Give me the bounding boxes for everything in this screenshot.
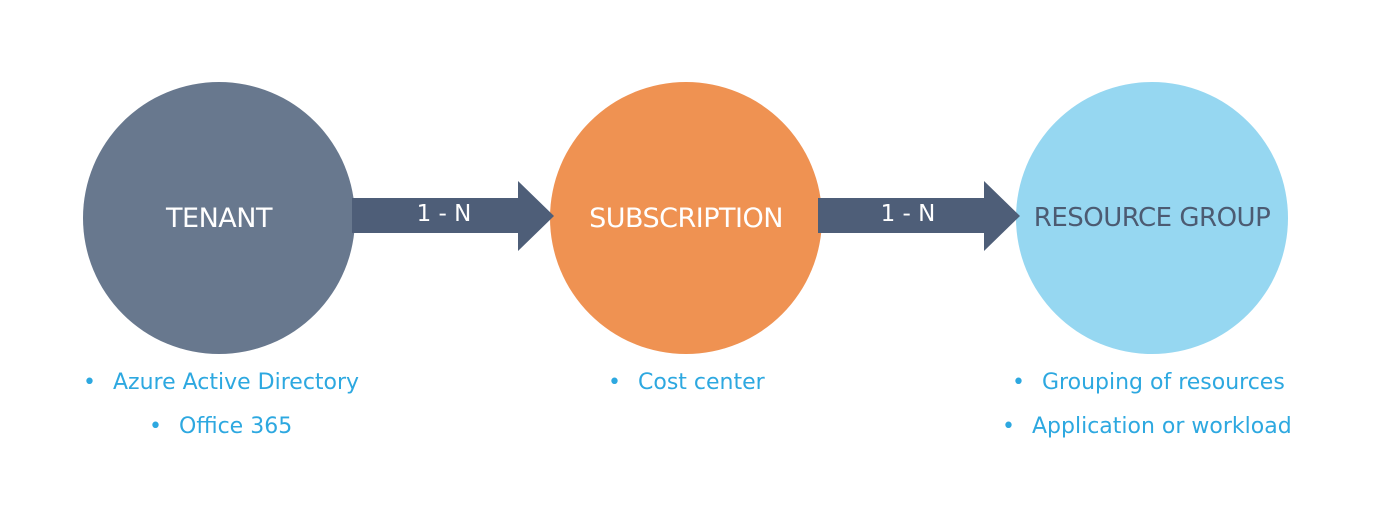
tenant-bullet-text: Azure Active Directory [113, 370, 360, 395]
bullet-icon: • [83, 370, 96, 395]
resource-group-label: RESOURCE GROUP [1033, 203, 1271, 233]
tenant-bullet-text: Office 365 [179, 414, 293, 439]
resource-group-bullet-item: • Application or workload [1002, 412, 1292, 442]
bullet-icon: • [1002, 414, 1015, 439]
tenant-to-subscription-arrow: 1 - N [352, 181, 554, 251]
arrow-label-subscription-resource-group: 1 - N [880, 201, 936, 227]
tenant-label: TENANT [166, 202, 272, 234]
tenant-bullet-item: • Office 365 [149, 412, 292, 442]
resource-group-bullet-text: Grouping of resources [1042, 370, 1285, 395]
tenant-node: TENANT [83, 82, 355, 354]
subscription-to-resource-group-arrow: 1 - N [818, 181, 1020, 251]
subscription-bullet-item: • Cost center [608, 368, 765, 398]
arrow-label-tenant-subscription: 1 - N [416, 201, 472, 227]
arrow-shape [818, 181, 1020, 251]
arrow-shape [352, 181, 554, 251]
resource-group-bullet-item: • Grouping of resources [1012, 368, 1285, 398]
tenant-bullet-item: • Azure Active Directory [83, 368, 359, 398]
resource-group-node: RESOURCE GROUP [1016, 82, 1288, 354]
resource-group-bullet-text: Application or workload [1032, 414, 1292, 439]
subscription-node: SUBSCRIPTION [550, 82, 822, 354]
subscription-bullet-text: Cost center [638, 370, 765, 395]
subscription-label: SUBSCRIPTION [589, 202, 783, 234]
bullet-icon: • [608, 370, 621, 395]
bullet-icon: • [1012, 370, 1025, 395]
bullet-icon: • [149, 414, 162, 439]
